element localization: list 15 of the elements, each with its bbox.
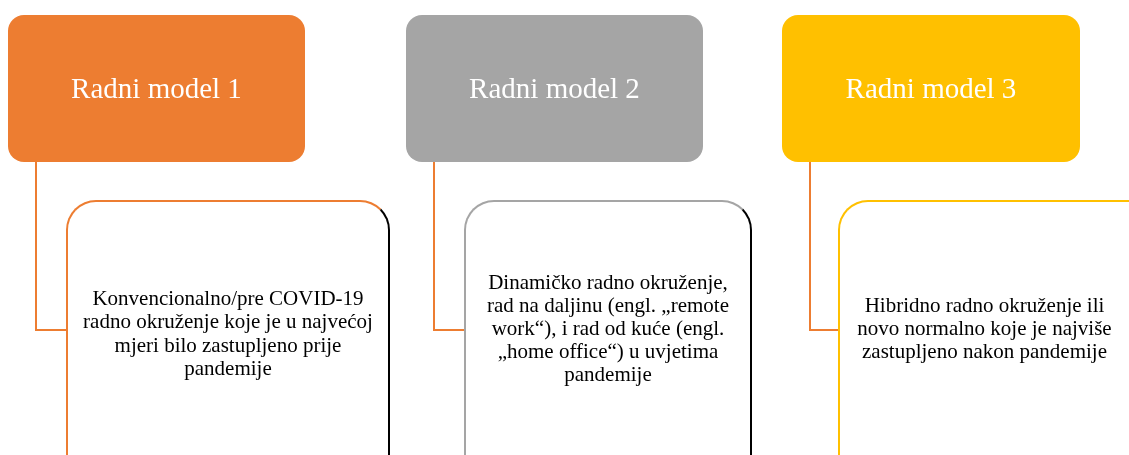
model-title: Radni model 2 bbox=[469, 72, 640, 105]
description-text: Hibridno radno okruženje ili novo normalno koje je najviše zastupljeno nakon pandemije bbox=[856, 293, 1113, 364]
description-text: Konvencionalno/pre COVID-19 radno okruženje koje je u najvećoj mjeri bilo zastupljeno prije pandemije bbox=[82, 285, 374, 380]
description-box bbox=[838, 200, 1129, 455]
connector-line bbox=[35, 161, 67, 331]
connector-line bbox=[433, 161, 465, 331]
description-text: Dinamičko radno okruženje, rad na daljinu (engl. „remote work“), i rad od kuće (engl. „home office“) u uvjetima pandemije bbox=[486, 270, 730, 387]
model-header-box bbox=[8, 15, 305, 162]
description-box bbox=[464, 200, 752, 455]
model-title: Radni model 1 bbox=[71, 72, 242, 105]
model-header-box bbox=[782, 15, 1080, 162]
model-title: Radni model 3 bbox=[845, 72, 1017, 105]
connector-line bbox=[809, 161, 839, 331]
description-box bbox=[66, 200, 390, 455]
model-header-box bbox=[406, 15, 703, 162]
